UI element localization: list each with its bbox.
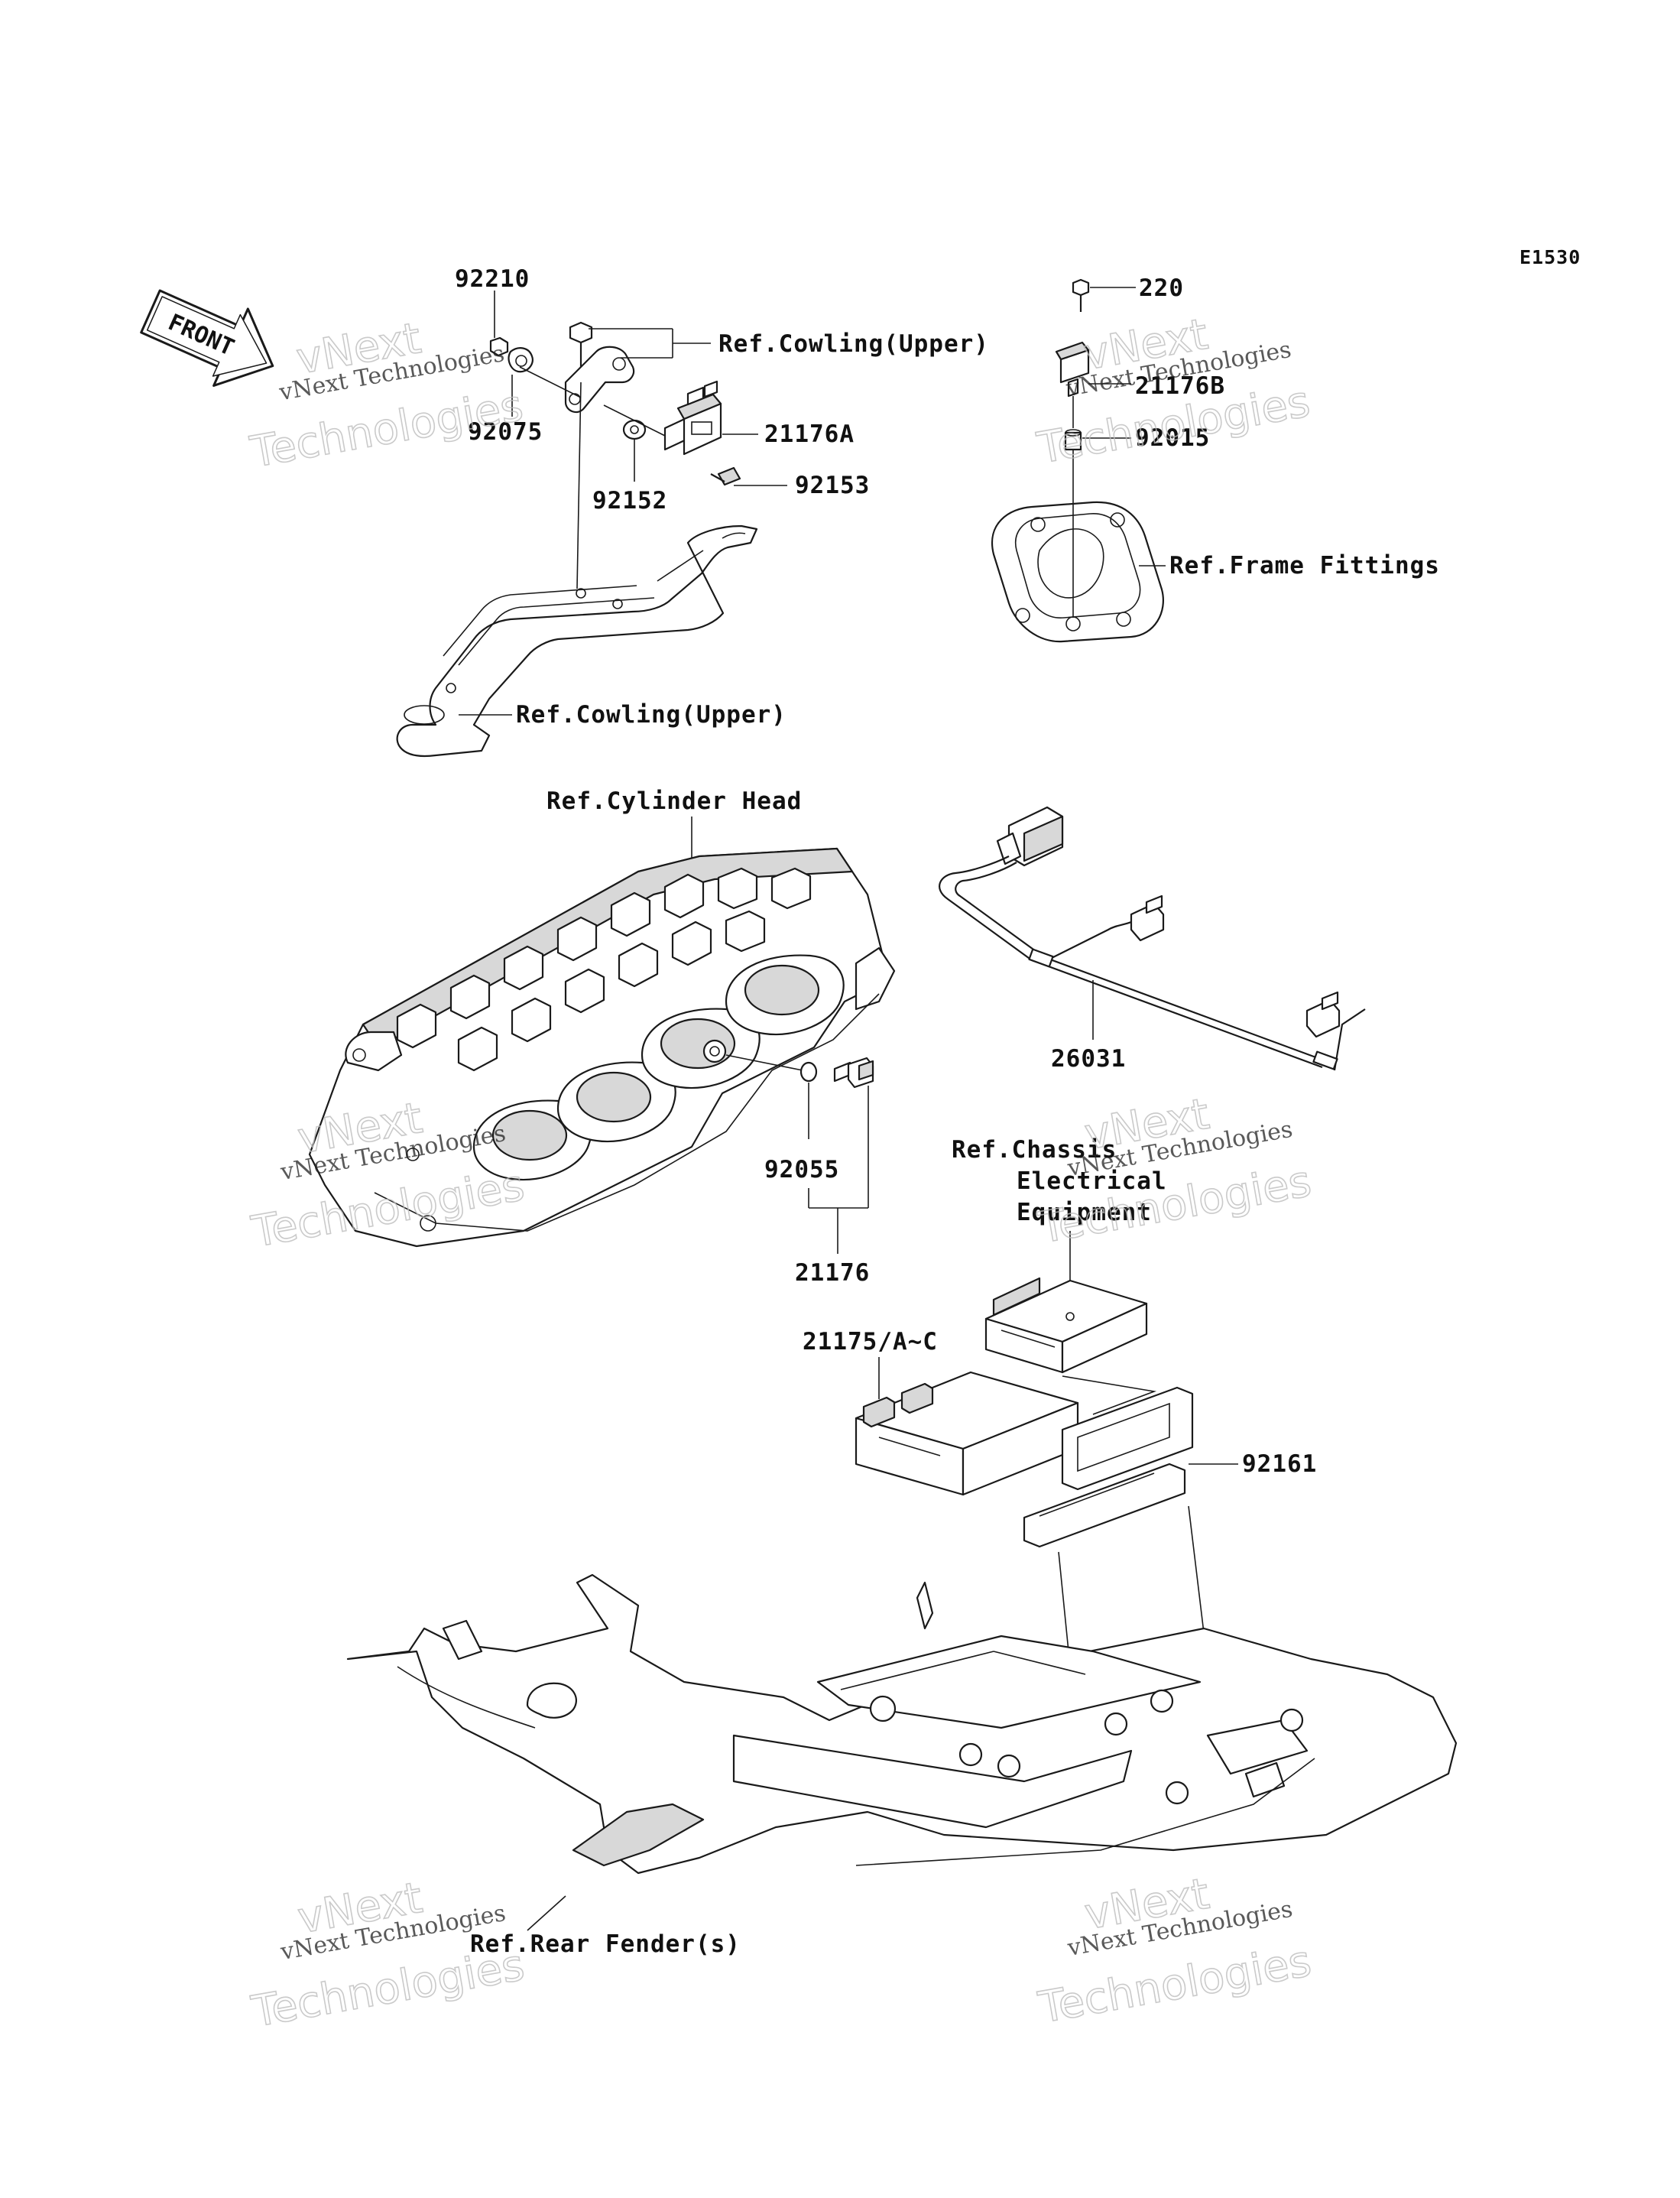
label-92075: 92075 (468, 418, 543, 446)
label-21176A: 21176A (764, 420, 855, 448)
diagram-code: E1530 (1519, 246, 1581, 268)
watermark: vNext vNext Technologies Technologies (1033, 309, 1314, 474)
sensor-21176B-assembly (991, 278, 1166, 643)
washer-92152 (622, 419, 647, 440)
label-92210: 92210 (455, 265, 530, 293)
label-21175: 21175/A~C (803, 1328, 938, 1355)
upper-cowling-bracket (396, 524, 758, 758)
label-92161: 92161 (1242, 1450, 1317, 1478)
clip-92075 (508, 347, 534, 373)
label-26031: 26031 (1051, 1045, 1126, 1073)
ref-frame-fittings: Ref.Frame Fittings (1169, 552, 1440, 580)
ecu-21175 (855, 1371, 1079, 1496)
wiring-harness-26031 (939, 806, 1366, 1071)
label-92152: 92152 (592, 487, 667, 515)
o-ring-92055 (799, 1061, 818, 1083)
ref-cylinder-head: Ref.Cylinder Head (546, 787, 802, 815)
ref-chassis-line2: Electrical (1017, 1167, 1167, 1195)
sensor-21176A (663, 380, 722, 456)
spacer-92015 (1064, 431, 1082, 451)
watermark: vNext vNext Technologies Technologies (1034, 1089, 1315, 1254)
stay-bracket (564, 346, 635, 414)
ref-chassis-line1: Ref.Chassis (952, 1136, 1117, 1164)
sensor-21176 (833, 1057, 874, 1089)
watermark: vNext vNext Technologies Technologies (247, 1872, 528, 2037)
ref-chassis-line3: Equipment (1017, 1199, 1152, 1226)
label-92015: 92015 (1135, 424, 1210, 452)
ref-cowling-upper-top: Ref.Cowling(Upper) (718, 330, 989, 358)
nut-92210 (489, 336, 509, 357)
watermark: vNext vNext Technologies Technologies (1034, 1868, 1315, 2034)
label-92055: 92055 (764, 1156, 839, 1183)
rear-fender (346, 1573, 1458, 1875)
watermark: vNext vNext Technologies Technologies (246, 313, 527, 478)
ref-rear-fender: Ref.Rear Fender(s) (470, 1930, 741, 1958)
label-92153: 92153 (795, 472, 870, 499)
label-21176: 21176 (795, 1259, 870, 1287)
bolt-92153 (717, 466, 741, 486)
label-21176B: 21176B (1135, 372, 1225, 400)
frame-fitting-plate (991, 501, 1164, 643)
bracket-assembly (396, 321, 758, 758)
front-arrow-icon: FRONT (140, 289, 274, 387)
ecu-upper (984, 1277, 1148, 1374)
cylinder-head (308, 847, 896, 1248)
cover-92161 (1023, 1386, 1194, 1548)
ref-cowling-upper-bottom: Ref.Cowling(Upper) (516, 701, 786, 729)
label-220: 220 (1139, 274, 1184, 302)
